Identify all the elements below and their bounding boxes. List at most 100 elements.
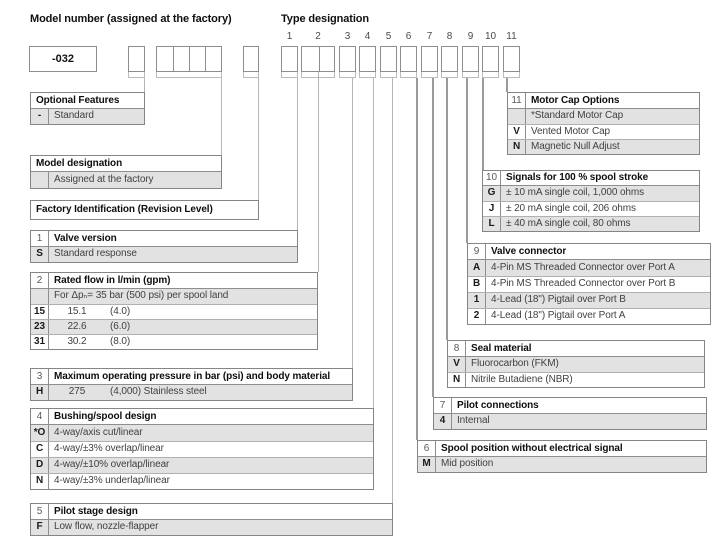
table-row: L± 40 mA single coil, 80 ohms	[483, 216, 699, 231]
factory-identification-box	[243, 46, 259, 72]
option-key: N	[31, 474, 49, 489]
connector-line	[297, 78, 298, 230]
table-optional-features: Optional Features -Standard	[30, 92, 145, 125]
option-key	[31, 172, 49, 188]
table-number: 2	[31, 273, 49, 288]
table-title: Valve version	[54, 233, 117, 244]
option-key: 2	[468, 309, 486, 324]
table-row: G± 10 mA single coil, 1,000 ohms	[483, 186, 699, 201]
table-row: -Standard	[31, 109, 144, 124]
table-header: 2 Rated flow in l/min (gpm)	[31, 273, 317, 289]
option-value: Standard	[54, 110, 94, 121]
table-row: F Low flow, nozzle-flapper	[31, 520, 392, 535]
table-number: 5	[31, 504, 49, 519]
option-value-metric: 275	[68, 386, 86, 397]
table-number: 4	[31, 409, 49, 424]
type-position-label: 1	[286, 31, 293, 42]
option-value: 4-way/±3% underlap/linear	[54, 475, 170, 486]
option-key: J	[483, 202, 501, 216]
table-title: Rated flow in l/min (gpm)	[54, 275, 171, 286]
option-value-metric: 30.2	[67, 336, 87, 347]
connector-line	[446, 78, 448, 340]
type-box-5	[380, 46, 397, 72]
table-title: Model designation	[36, 158, 123, 169]
model-designation-boxes	[156, 46, 222, 72]
box-stub	[128, 72, 145, 78]
table-title: Optional Features	[36, 95, 120, 106]
option-key: L	[483, 217, 501, 231]
table-factory-identification: Factory Identification (Revision Level)	[30, 200, 259, 220]
option-value: 30.2 (8.0)	[49, 335, 317, 349]
option-value: Internal	[457, 415, 490, 426]
box-stub	[482, 72, 499, 78]
type-box-11	[503, 46, 520, 72]
box-stub	[281, 72, 298, 78]
table-title: Motor Cap Options	[531, 95, 620, 106]
type-box-1	[281, 46, 298, 72]
option-key: A	[468, 260, 486, 276]
model-number-value: -032	[51, 53, 75, 65]
connector-line	[392, 78, 393, 503]
table-title: Signals for 100 % spool stroke	[506, 172, 649, 183]
cell-divider	[173, 47, 174, 71]
connector-line	[144, 78, 145, 92]
connector-line	[432, 78, 434, 397]
box-stub	[400, 72, 417, 78]
type-position-label: 9	[467, 31, 474, 42]
option-key: 4	[434, 414, 452, 429]
option-value: *Standard Motor Cap	[531, 110, 624, 121]
type-box-10	[482, 46, 499, 72]
box-stub	[380, 72, 397, 78]
option-value: Assigned at the factory	[54, 174, 154, 185]
table-row: N 4-way/±3% underlap/linear	[31, 473, 373, 489]
box-stub	[156, 72, 222, 78]
type-position-label: 2	[315, 31, 321, 42]
box-stub	[359, 72, 376, 78]
option-value: Mid position	[441, 458, 494, 469]
option-value: 4-way/±3% overlap/linear	[54, 443, 164, 454]
table-row: *Standard Motor Cap	[508, 109, 699, 124]
option-value: 4-way/±10% overlap/linear	[54, 459, 170, 470]
table-title: Maximum operating pressure in bar (psi) …	[54, 371, 331, 382]
option-value: Nitrile Butadiene (NBR)	[471, 374, 573, 385]
table-title: Seal material	[471, 343, 532, 354]
connector-line	[482, 78, 484, 170]
option-value: 4-Lead (18") Pigtail over Port B	[491, 294, 626, 305]
option-value: Low flow, nozzle-flapper	[54, 521, 159, 532]
option-key: *O	[31, 425, 49, 441]
option-value: 275(4,000) Stainless steel	[49, 385, 352, 400]
type-position-label: 10	[484, 31, 497, 42]
option-key: -	[31, 109, 49, 124]
connector-line	[352, 78, 353, 368]
option-key: V	[508, 125, 526, 139]
table-header: Model designation	[31, 156, 221, 172]
type-box-6	[400, 46, 417, 72]
type-position-label: 11	[506, 31, 517, 42]
option-value-detail: (8.0)	[110, 336, 131, 347]
option-key: F	[31, 520, 49, 535]
